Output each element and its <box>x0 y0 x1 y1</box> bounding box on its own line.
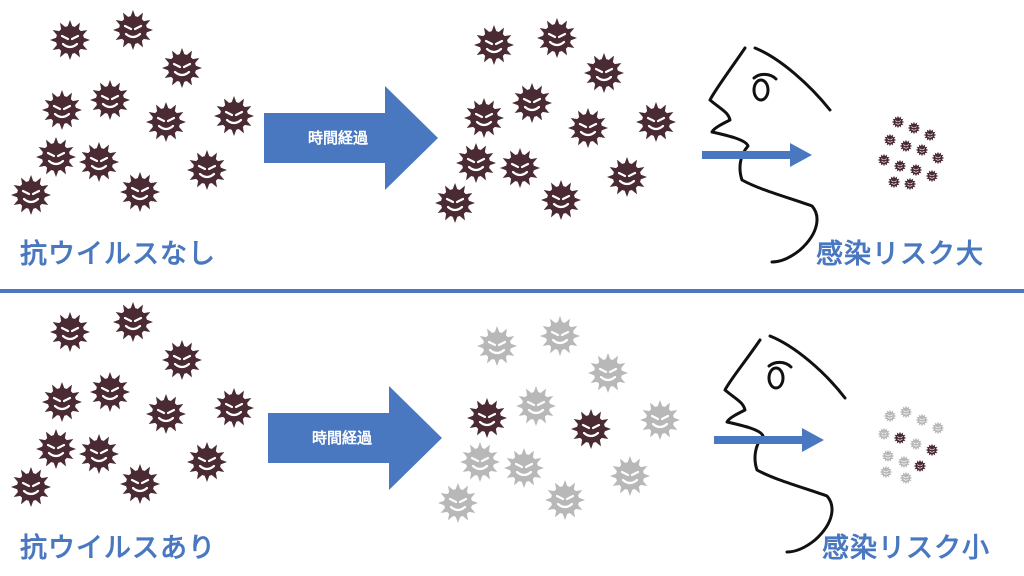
virus-icon <box>636 102 676 142</box>
virus-cluster-after-bottom <box>438 316 680 523</box>
inactive-virus-particle-icon <box>881 449 895 463</box>
panel-top: 時間経過 <box>0 10 1024 293</box>
inactive-virus-icon <box>640 400 680 440</box>
inactive-virus-icon <box>504 448 544 488</box>
virus-icon <box>11 467 51 507</box>
virus-particle-icon <box>877 153 891 167</box>
virus-icon <box>537 18 577 58</box>
time-arrow-shape <box>268 386 442 490</box>
inactive-virus-particle-icon <box>909 437 923 451</box>
virus-icon <box>464 98 504 138</box>
virus-particle-icon <box>903 177 917 191</box>
inactive-virus-particle-icon <box>877 427 891 441</box>
virus-particle-icon <box>893 431 907 445</box>
virus-particle-icon <box>909 163 923 177</box>
virus-icon <box>120 172 160 212</box>
virus-particle-icon <box>883 133 897 147</box>
breath-arrowhead-top <box>790 143 812 167</box>
virus-particle-icon <box>931 151 945 165</box>
virus-icon <box>50 312 90 352</box>
virus-icon <box>500 148 540 188</box>
inactive-virus-particle-icon <box>883 409 897 423</box>
inactive-virus-particle-icon <box>899 471 913 485</box>
virus-icon <box>36 429 76 469</box>
virus-icon <box>467 398 507 438</box>
breath-arrowhead-bottom <box>802 428 824 452</box>
virus-icon <box>146 102 186 142</box>
virus-icon <box>36 137 76 177</box>
virus-icon <box>607 157 647 197</box>
virus-icon <box>187 150 227 190</box>
label-risk-low: 感染リスク小 <box>822 533 990 564</box>
virus-icon <box>79 142 119 182</box>
label-no-antiviral: 抗ウイルスなし <box>20 239 216 270</box>
virus-particle-icon <box>893 159 907 173</box>
panel-bottom: 時間経過 <box>11 302 945 554</box>
time-arrow-label: 時間経過 <box>308 129 369 147</box>
virus-icon <box>79 434 119 474</box>
label-risk-high: 感染リスク大 <box>816 239 984 270</box>
virus-cluster-after-top <box>435 18 676 223</box>
inactive-virus-particle-icon <box>879 465 893 479</box>
virus-icon <box>50 20 90 60</box>
virus-cluster-initial-bottom <box>11 302 254 507</box>
label-with-antiviral: 抗ウイルスあり <box>20 533 216 564</box>
inactive-virus-particle-icon <box>915 413 929 427</box>
inactive-virus-icon <box>460 442 500 482</box>
virus-icon <box>11 175 51 215</box>
virus-particle-icon <box>923 128 937 142</box>
virus-icon <box>541 180 581 220</box>
virus-icon <box>113 302 153 342</box>
virus-icon <box>474 25 514 65</box>
virus-icon <box>90 372 130 412</box>
virus-icon <box>435 183 475 223</box>
virus-icon <box>146 394 186 434</box>
inactive-virus-icon <box>610 456 650 496</box>
virus-icon <box>214 388 254 428</box>
inactive-virus-particle-icon <box>899 405 913 419</box>
virus-icon <box>584 53 624 93</box>
virus-icon <box>187 442 227 482</box>
inactive-virus-icon <box>516 386 556 426</box>
time-arrow-label: 時間経過 <box>312 429 373 447</box>
virus-particle-icon <box>915 143 929 157</box>
virus-particle-icon <box>891 115 905 129</box>
virus-particle-icon <box>925 443 939 457</box>
virus-icon <box>113 10 153 50</box>
virus-particle-icon <box>887 175 901 189</box>
virus-particle-icon <box>913 459 927 473</box>
virus-icon <box>162 48 202 88</box>
time-arrow-bottom: 時間経過 <box>268 386 442 490</box>
virus-particles-inhaled-top <box>877 115 945 191</box>
virus-icon <box>512 83 552 123</box>
virus-particle-icon <box>925 169 939 183</box>
virus-icon <box>90 80 130 120</box>
virus-icon <box>456 143 496 183</box>
inactive-virus-icon <box>588 353 628 393</box>
inactive-virus-icon <box>438 483 478 523</box>
face-profile-top <box>708 46 832 264</box>
inactive-virus-icon <box>545 480 585 520</box>
virus-icon <box>42 382 82 422</box>
virus-icon <box>571 409 611 449</box>
virus-icon <box>568 108 608 148</box>
virus-particle-icon <box>907 121 921 135</box>
inactive-virus-icon <box>540 316 580 356</box>
virus-particle-icon <box>899 139 913 153</box>
inactive-virus-icon <box>477 326 517 366</box>
virus-icon <box>214 96 254 136</box>
time-arrow-top: 時間経過 <box>264 86 438 190</box>
virus-cluster-initial-top <box>11 10 254 215</box>
virus-icon <box>42 90 82 130</box>
virus-particles-inhaled-bottom <box>877 405 945 485</box>
inactive-virus-particle-icon <box>897 455 911 469</box>
virus-icon <box>162 340 202 380</box>
time-arrow-shape <box>264 86 438 190</box>
virus-icon <box>120 464 160 504</box>
inactive-virus-particle-icon <box>931 421 945 435</box>
